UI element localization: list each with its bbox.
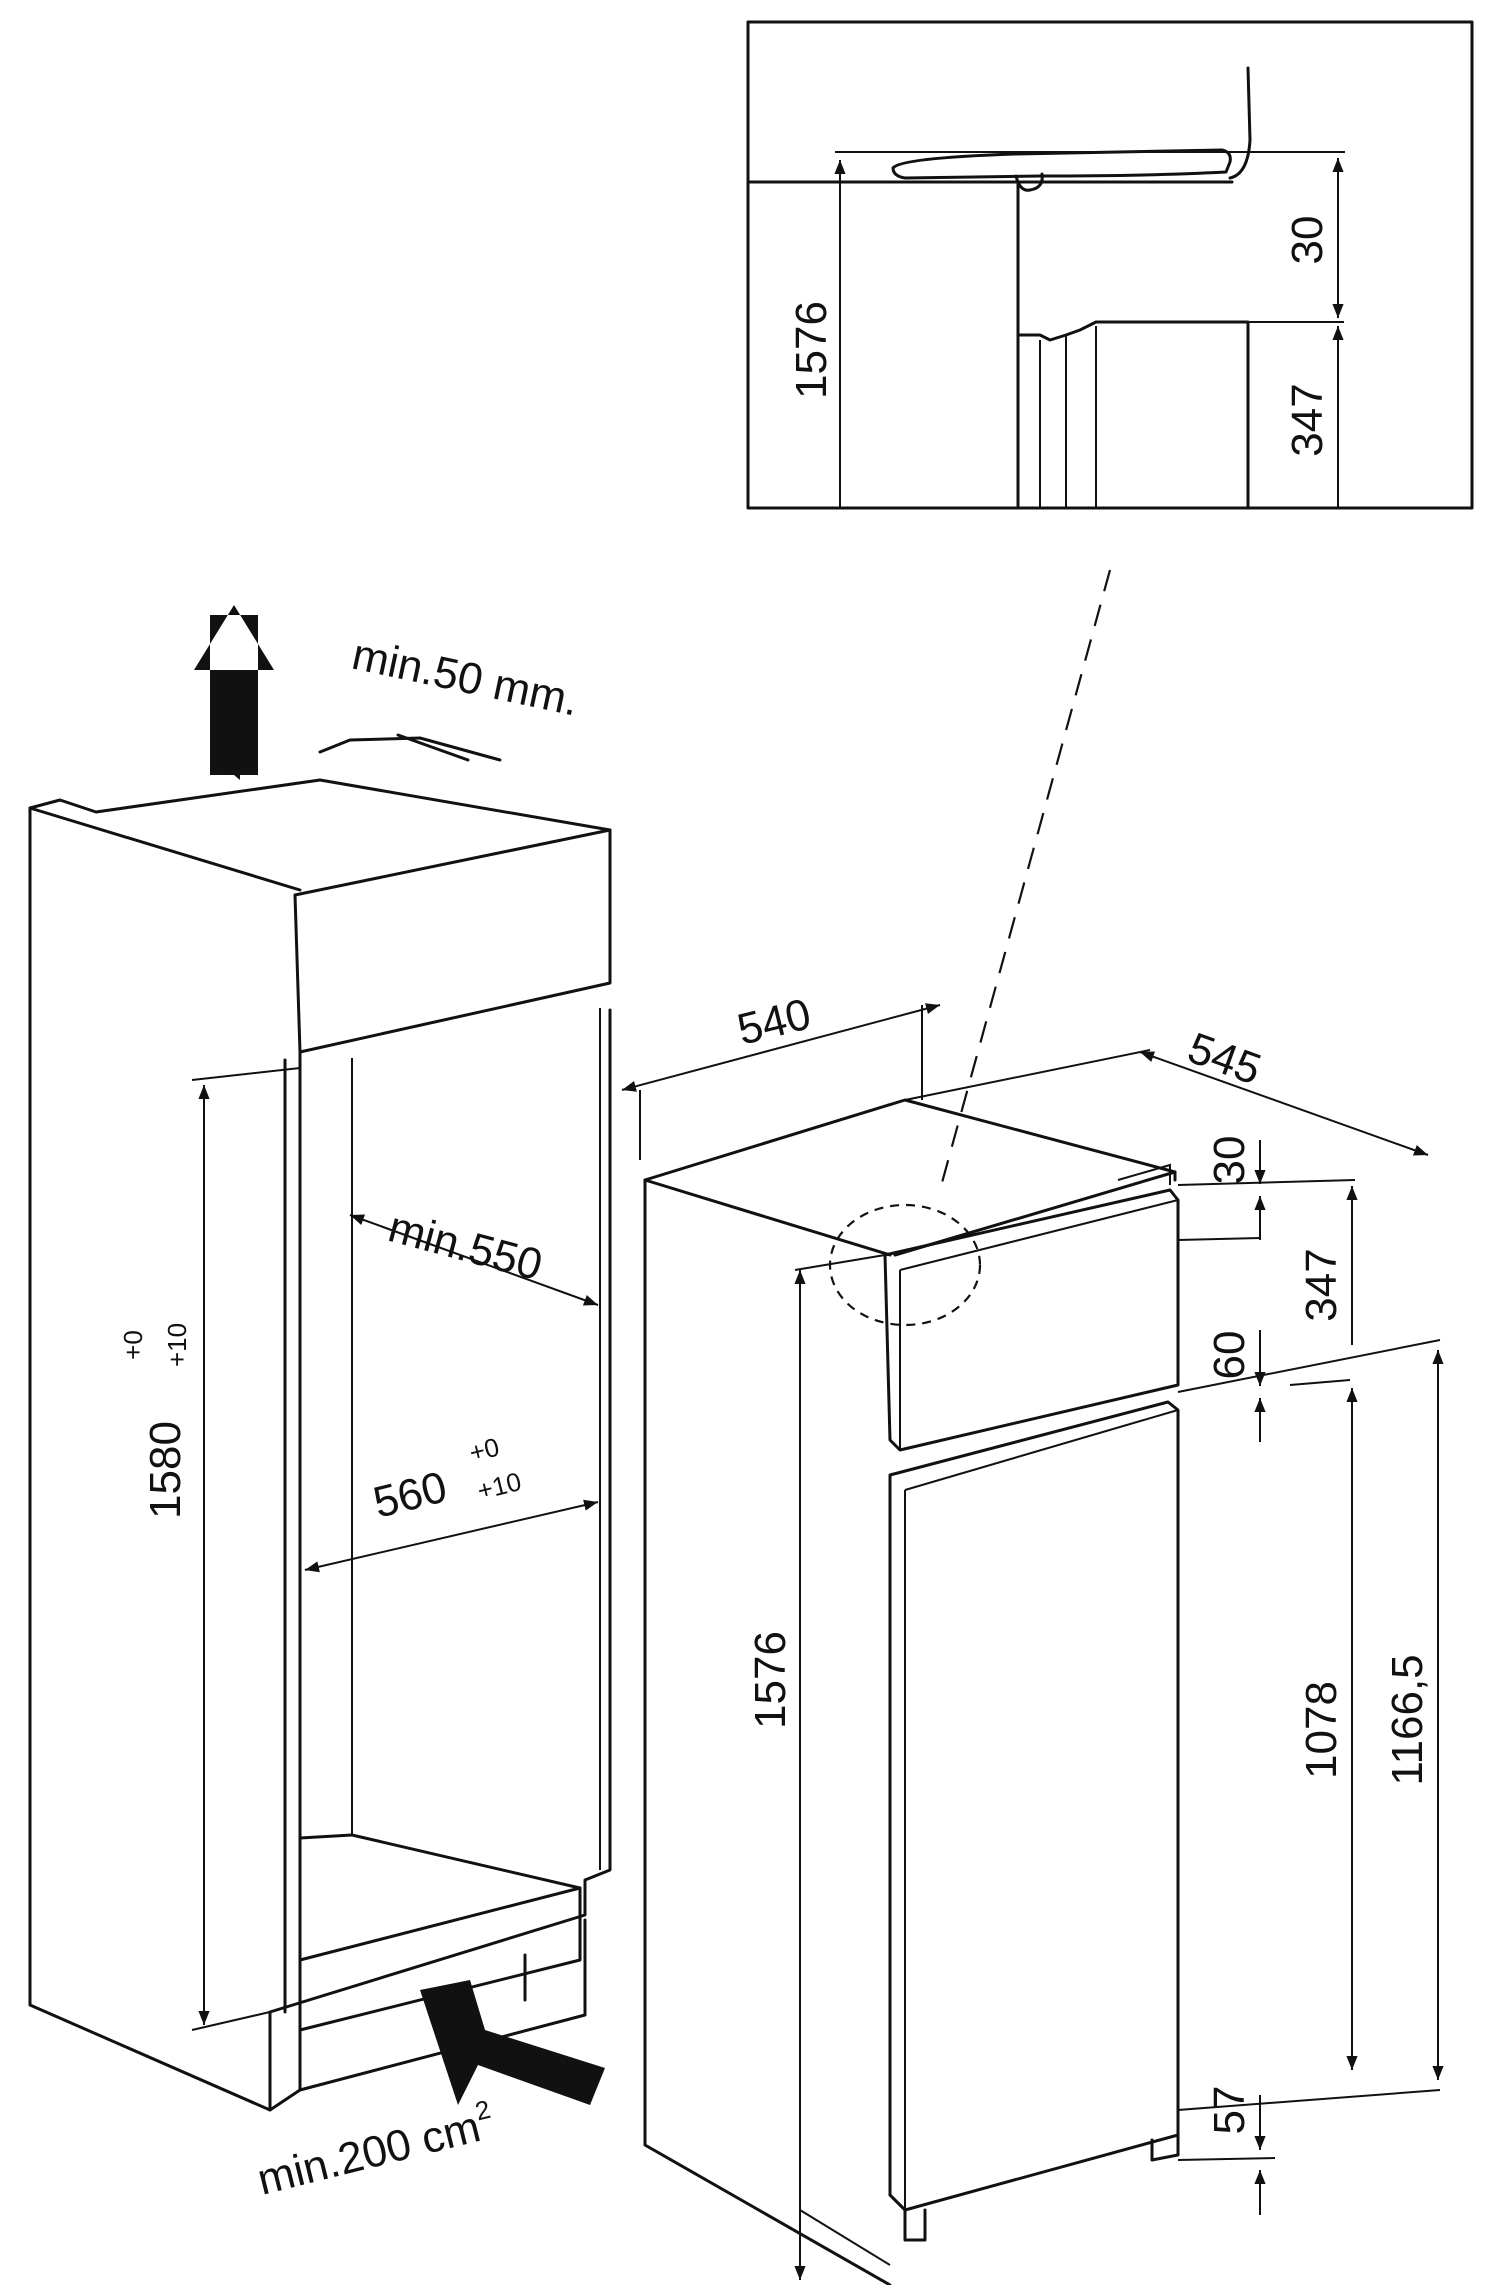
- niche-height-tol-top: +0: [118, 1330, 148, 1360]
- niche-height-ext-top: [191, 1067, 301, 1081]
- vent-up-arrow-base: [228, 770, 240, 780]
- vent-up-arrow-icon: [194, 605, 274, 775]
- depth-dim-line: [1139, 1051, 1429, 1156]
- niche-upper-front: [293, 828, 612, 1054]
- niche-floor: [298, 1833, 582, 1962]
- niche-outer-box: [28, 806, 612, 2112]
- dim-1078-label: 1078: [1297, 1681, 1346, 1779]
- appliance-lower-door: [888, 1400, 1180, 2212]
- niche-height-label: 1580: [141, 1421, 190, 1519]
- appliance-foot-right: [1150, 2133, 1180, 2162]
- niche-width-tol-top: +0: [466, 1432, 502, 1468]
- vent-bottom-label: min.200 cm2: [251, 2094, 499, 2205]
- ext-line-top: [1177, 1179, 1356, 1186]
- detail-dim-1576-label: 1576: [787, 301, 836, 399]
- dim-30-label: 30: [1205, 1136, 1254, 1185]
- ext-line-bottom: [1177, 2089, 1441, 2111]
- niche-width-dim-line: [304, 1499, 599, 1573]
- ext-line-30: [1177, 1237, 1261, 1241]
- detail-hinge-clip: [1014, 172, 1044, 192]
- niche-depth-dim-line: [349, 1214, 599, 1306]
- detail-inset: 1576 30 347: [746, 20, 1474, 510]
- appliance-upper-door: [883, 1188, 1180, 1452]
- appliance-foot-left: [888, 2193, 927, 2242]
- height-label: 1576: [746, 1631, 795, 1729]
- vent-bottom-label-sup: 2: [472, 2094, 493, 2127]
- niche-top-gap-mark: [396, 733, 470, 762]
- niche-plinth-left: [268, 2010, 302, 2112]
- height-ext-top: [794, 1254, 886, 1271]
- width-dim-line: [621, 1003, 941, 1092]
- depth-label: 545: [1182, 1023, 1268, 1094]
- dim-1166-label: 1166,5: [1383, 1654, 1432, 1785]
- niche-height-ext-bottom: [191, 2011, 271, 2031]
- niche-width-label: 560: [369, 1462, 452, 1527]
- appliance-top-front-edge: [643, 1178, 892, 1257]
- detail-hinge-arm: [1228, 66, 1252, 180]
- vent-bottom-label-text: min.200 cm: [253, 2102, 486, 2205]
- detail-leader-line: [938, 569, 1112, 1191]
- appliance-left-edge: [643, 1178, 892, 2285]
- niche-width-tol-bottom: +10: [474, 1466, 524, 1506]
- detail-dim-347-label: 347: [1283, 383, 1332, 456]
- niche-top-plinth: [318, 736, 502, 762]
- detail-frame: [746, 20, 1474, 510]
- niche-plinth-bottom: [298, 1918, 587, 2092]
- detail-circle: [828, 1203, 982, 1327]
- appliance-top-face: [643, 1098, 1177, 1257]
- appliance-top-hinge: [1117, 1163, 1171, 1185]
- detail-appliance-outline: [1016, 320, 1250, 510]
- ext-line-60: [1289, 1379, 1351, 1386]
- detail-dim-30-label: 30: [1283, 216, 1332, 265]
- vent-in-arrow-icon: [420, 1980, 605, 2105]
- width-label: 540: [733, 989, 816, 1054]
- niche-top-edge: [28, 778, 612, 832]
- appliance-base-line: [799, 2209, 891, 2266]
- niche-bottom-edge: [298, 1886, 582, 2032]
- niche-depth-label: min.550: [383, 1202, 547, 1290]
- dim-57-label: 57: [1205, 2086, 1254, 2135]
- ext-line-57: [1177, 2157, 1276, 2161]
- ext-line-347: [1177, 1339, 1441, 1393]
- appliance-upper-door-top: [899, 1199, 1179, 1271]
- niche-height-tol-bottom: +10: [162, 1323, 192, 1367]
- niche-top-inner-edge: [28, 806, 302, 892]
- detail-hinge-plate: [891, 148, 1232, 180]
- appliance-lower-door-top: [904, 1409, 1179, 1491]
- dim-60-label: 60: [1205, 1331, 1254, 1380]
- dim-347-label: 347: [1297, 1248, 1346, 1321]
- niche-cabinet: 1580 +0 +10 min.550 560 +0 +10 min.50 mm…: [28, 605, 612, 2205]
- vent-top-label: min.50 mm.: [348, 630, 583, 726]
- appliance: 540 545 1576 30 347 60 1078 1166,5: [621, 989, 1444, 2285]
- depth-ext-back: [904, 1049, 1151, 1101]
